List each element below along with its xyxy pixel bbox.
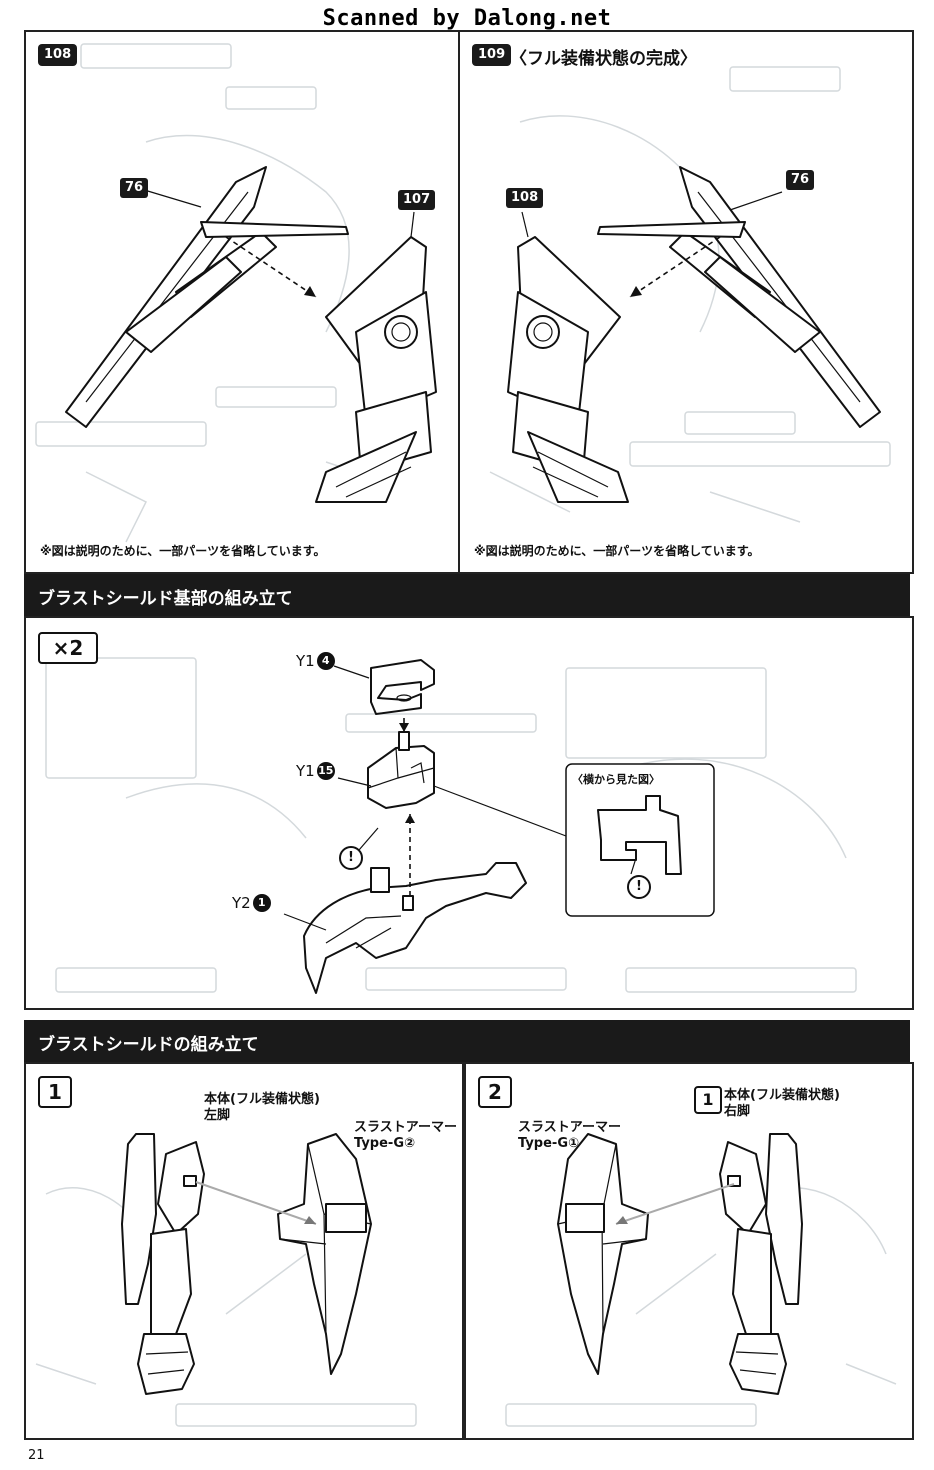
step-109-note: ※図は説明のために、一部パーツを省略しています。 <box>474 544 760 558</box>
part-prefix: Y1 <box>296 762 315 780</box>
shield-step-1-panel: 1 本体(フル装備状態) 左脚 スラストアーマー Type-G② <box>24 1062 464 1440</box>
armor-label-line: Type-G② <box>354 1136 415 1151</box>
multiplier-badge: ×2 <box>38 632 98 664</box>
illustration-right-leg <box>557 1133 803 1395</box>
body-label: 本体(フル装備状態) 左脚 <box>204 1092 320 1124</box>
body-label-line: 本体(フル装備状態) <box>204 1092 320 1107</box>
section-title: ブラストシールドの組み立て <box>38 1035 259 1055</box>
callout-76: 76 <box>786 170 815 190</box>
illustration-109 <box>507 166 881 503</box>
illustration-shield-base <box>283 659 715 994</box>
section-title: ブラストシールド基部の組み立て <box>38 589 293 609</box>
part-prefix: Y1 <box>296 652 315 670</box>
part-label-y1-15: Y1 15 <box>296 762 335 780</box>
step-109-badge: 109 <box>472 44 512 66</box>
step-108-note: ※図は説明のために、一部パーツを省略しています。 <box>40 544 326 558</box>
illustration-108 <box>65 166 437 503</box>
step-number-badge: 2 <box>478 1076 512 1108</box>
body-label-line: 右脚 <box>724 1104 751 1119</box>
part-number-badge: 15 <box>316 762 335 780</box>
body-label: 本体(フル装備状態) 右脚 <box>724 1088 840 1120</box>
armor-label-line: スラストアーマー <box>354 1120 457 1135</box>
armor-label: スラストアーマー Type-G① <box>518 1120 621 1152</box>
watermark: Scanned by Dalong.net <box>322 6 612 31</box>
callout-76: 76 <box>120 178 149 198</box>
step-109-panel: 109 〈フル装備状態の完成〉 108 76 ※図は説明のために、一部パーツを省… <box>458 30 914 574</box>
armor-label-line: Type-G① <box>518 1136 579 1151</box>
section-header-shield-base: ブラストシールド基部の組み立て <box>24 574 910 616</box>
ghost-background <box>489 66 891 523</box>
armor-label: スラストアーマー Type-G② <box>354 1120 457 1152</box>
side-view-label: 〈横から見た図〉 <box>572 773 660 786</box>
part-label-y2-1: Y2 1 <box>232 894 271 912</box>
ghost-background <box>45 657 857 993</box>
armor-label-line: スラストアーマー <box>518 1120 621 1135</box>
step-108-panel: 108 76 107 ※図は説明のために、一部パーツを省略しています。 <box>24 30 460 574</box>
part-number-badge: 4 <box>316 652 335 670</box>
step-109-title: 〈フル装備状態の完成〉 <box>510 49 697 69</box>
part-label-y1-4: Y1 4 <box>296 652 335 670</box>
shield-step-2-panel: 2 1 本体(フル装備状態) 右脚 スラストアーマー Type-G① <box>464 1062 914 1440</box>
callout-108: 108 <box>506 188 544 208</box>
body-label-line: 本体(フル装備状態) <box>724 1088 840 1103</box>
section-header-shield-assembly: ブラストシールドの組み立て <box>24 1020 910 1062</box>
step-number-badge: 1 <box>38 1076 72 1108</box>
warning-icon: ! <box>636 879 642 894</box>
step-108-badge: 108 <box>38 44 78 66</box>
step-ref-badge: 1 <box>694 1086 722 1114</box>
shield-base-panel: ×2 Y1 4 Y1 15 Y2 1 <box>24 616 914 1010</box>
body-label-line: 左脚 <box>204 1108 231 1123</box>
part-prefix: Y2 <box>232 894 251 912</box>
part-number-badge: 1 <box>252 894 271 912</box>
warning-icon: ! <box>348 850 354 865</box>
callout-107: 107 <box>398 190 436 210</box>
page-number: 21 <box>28 1448 45 1463</box>
illustration-left-leg <box>121 1133 372 1395</box>
